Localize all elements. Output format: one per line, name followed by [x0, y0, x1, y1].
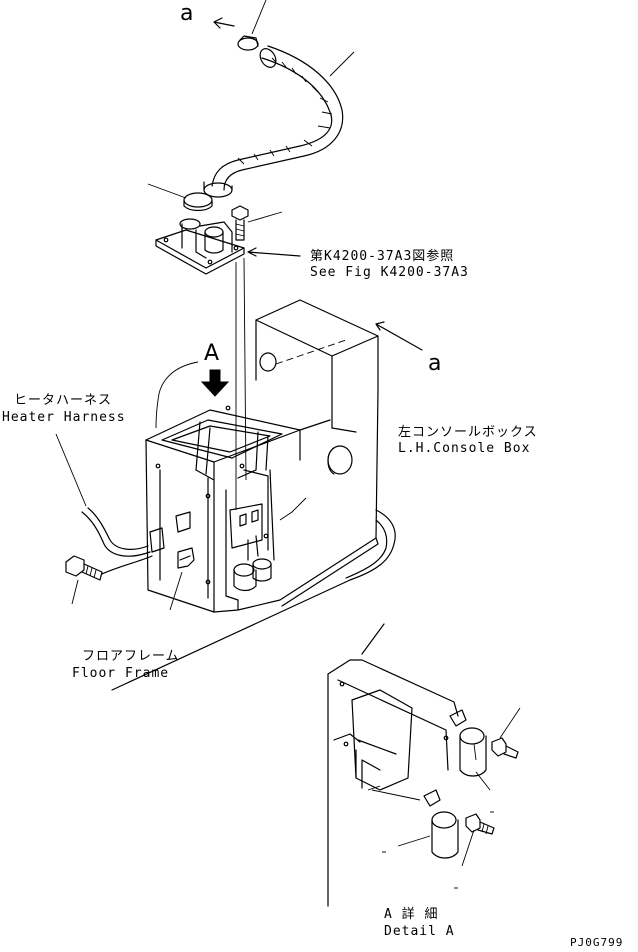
heater-bracket [155, 218, 245, 275]
leader-bolt-top [247, 211, 283, 223]
hose-clamp-lower [183, 192, 213, 212]
detail-a-view [327, 623, 519, 907]
heater-hose [203, 35, 344, 198]
view-a-letter: A [204, 341, 219, 366]
leader-hose-clamp-top [251, 0, 267, 35]
arrow-a-right-label: a [428, 351, 441, 376]
console-box-en: L.H.Console Box [398, 441, 530, 456]
leader-ref-fig [247, 247, 301, 257]
leader-detail-bolt-1 [499, 707, 521, 739]
console-box [145, 299, 379, 613]
heater-harness-jp: ヒータハーネス [14, 393, 112, 408]
leader-hose [329, 51, 355, 77]
heater-harness-wire [81, 507, 191, 557]
leader-detail-bolt-2 [461, 829, 475, 867]
leader-harness-clip [169, 571, 183, 611]
align-line-2 [243, 257, 247, 481]
bolt-top [231, 205, 249, 241]
leader-heater-harness [55, 433, 87, 507]
drawing-code: PJ0G799 [570, 936, 623, 949]
arrow-a-top [213, 17, 235, 29]
detail-a-en: Detail A [384, 924, 455, 939]
console-box-jp: 左コンソールボックス [398, 425, 538, 440]
leader-clamp-lower [147, 183, 187, 199]
floor-frame-jp: フロアフレーム [82, 649, 180, 664]
leader-detail-bracket [367, 785, 381, 791]
floor-frame [111, 509, 396, 691]
ref-fig-jp: 第K4200-37A3図参照 [310, 248, 454, 264]
floor-frame-en: Floor Frame [72, 666, 169, 681]
view-a-arrow [200, 369, 230, 397]
arrow-a-top-label: a [180, 1, 193, 26]
arrow-a-right [375, 321, 423, 351]
leader-detail-solenoid-2 [397, 835, 431, 847]
harness-clip [177, 547, 195, 569]
ref-fig-en: See Fig K4200-37A3 [310, 265, 469, 280]
heater-harness-en: Heater Harness [2, 410, 126, 425]
view-a-leader [155, 361, 199, 429]
leader-bolt-left [71, 579, 79, 605]
leader-detail-solenoid-1 [475, 771, 491, 791]
detail-a-jp: A 詳 細 [384, 906, 438, 922]
bolt-left [65, 555, 153, 581]
